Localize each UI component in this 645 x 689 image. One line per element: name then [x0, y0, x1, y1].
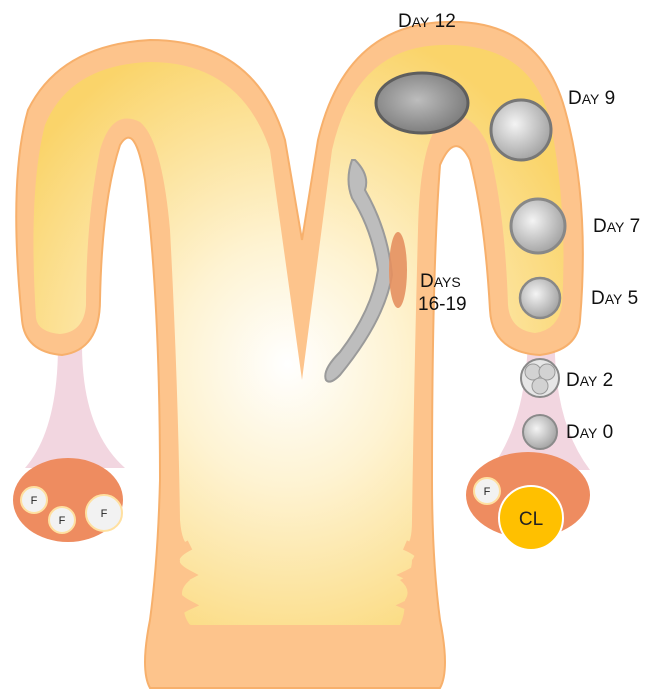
label-day2: DAY 2	[566, 370, 613, 391]
embryo-day2-cell-c	[532, 378, 548, 394]
label-day12: DAY 12	[398, 11, 456, 32]
embryo-day7	[511, 199, 565, 253]
right-follicle-label: F	[484, 486, 491, 498]
label-days1619-line2: 16-19	[418, 294, 467, 315]
label-day0: DAY 0	[566, 422, 613, 443]
implantation-site	[389, 232, 407, 308]
label-day9: DAY 9	[568, 88, 615, 109]
corpus-luteum-label: CL	[519, 509, 543, 530]
left-follicle-1-label: F	[31, 495, 38, 507]
left-ligament	[25, 345, 125, 468]
embryo-day12	[376, 73, 468, 133]
embryo-day2-cell-b	[539, 364, 555, 380]
left-follicle-3-label: F	[101, 508, 108, 520]
label-days1619-line1: DAYS	[420, 271, 461, 292]
label-day7: DAY 7	[593, 216, 640, 237]
embryo-day9	[491, 100, 551, 160]
left-follicle-2-label: F	[59, 515, 66, 527]
label-day5: DAY 5	[591, 288, 638, 309]
embryo-day0	[523, 415, 557, 449]
embryo-day5	[520, 278, 560, 318]
